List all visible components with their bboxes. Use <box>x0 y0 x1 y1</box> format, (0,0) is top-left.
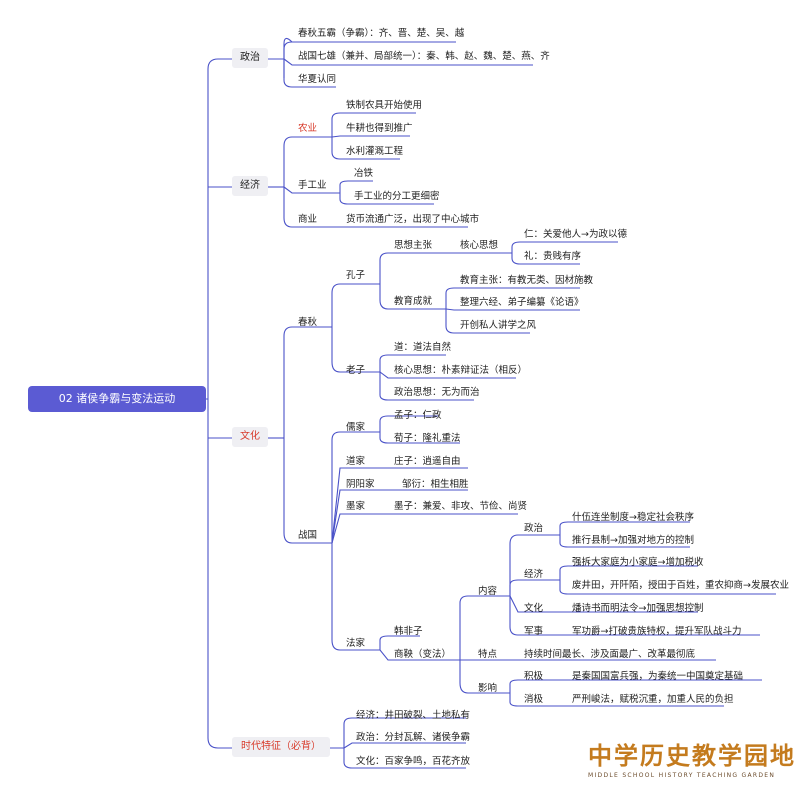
content-politics-item[interactable]: 什伍连坐制度→稳定社会秩序 <box>572 512 694 523</box>
daojia-item[interactable]: 庄子：逍遥自由 <box>394 456 461 467</box>
agriculture-item[interactable]: 水利灌溉工程 <box>346 146 404 157</box>
chunqiu-laozi[interactable]: 老子 <box>346 365 366 376</box>
shangyang-features[interactable]: 特点 <box>478 649 498 660</box>
content-politics-item[interactable]: 推行县制→加强对地方的控制 <box>572 535 694 546</box>
politics-item[interactable]: 战国七雄（兼并、局部统一）：秦、韩、赵、魏、楚、燕、齐 <box>298 51 550 62</box>
economy-handicraft[interactable]: 手工业 <box>298 180 327 191</box>
content-culture[interactable]: 文化 <box>524 603 544 614</box>
influence-positive[interactable]: 是秦国国富兵强，为秦统一中国奠定基础 <box>572 671 744 682</box>
content-economy[interactable]: 经济 <box>524 569 544 580</box>
commerce-item[interactable]: 货币流通广泛，出现了中心城市 <box>346 214 480 225</box>
economy-commerce[interactable]: 商业 <box>298 214 318 225</box>
kongzi-education[interactable]: 教育成就 <box>394 296 433 307</box>
handicraft-item[interactable]: 冶铁 <box>354 168 374 179</box>
influence-negative[interactable]: 严刑峻法，赋税沉重，加重人民的负担 <box>572 694 734 705</box>
handicraft-item[interactable]: 手工业的分工更细密 <box>354 191 440 202</box>
shangyang-content[interactable]: 内容 <box>478 586 498 597</box>
agriculture-item[interactable]: 铁制农具开始使用 <box>346 100 423 111</box>
laozi-item[interactable]: 核心思想：朴素辩证法（相反） <box>394 365 528 376</box>
rujia-item[interactable]: 荀子：隆礼重法 <box>394 433 461 444</box>
topic-era-features[interactable]: 时代特征（必背） <box>232 737 330 757</box>
features-item[interactable]: 持续时间最长、涉及面最广、改革最彻底 <box>524 649 696 660</box>
content-military-item[interactable]: 军功爵→打破贵族特权，提升军队战斗力 <box>572 626 742 637</box>
education-item[interactable]: 开创私人讲学之风 <box>460 320 537 331</box>
watermark-subtitle: MIDDLE SCHOOL HISTORY TEACHING GARDEN <box>588 772 776 779</box>
era-item[interactable]: 文化：百家争鸣，百花齐放 <box>356 756 471 767</box>
content-economy-item[interactable]: 强拆大家庭为小家庭→增加税收 <box>572 557 704 568</box>
zhanguo-fajia[interactable]: 法家 <box>346 638 366 649</box>
rujia-item[interactable]: 孟子：仁政 <box>394 410 442 421</box>
topic-culture[interactable]: 文化 <box>232 427 268 447</box>
education-item[interactable]: 教育主张：有教无类、因材施教 <box>460 275 594 286</box>
yinyang-item[interactable]: 邹衍：相生相胜 <box>402 479 469 490</box>
era-item[interactable]: 经济：井田破裂、土地私有 <box>356 710 471 721</box>
content-politics[interactable]: 政治 <box>524 523 544 534</box>
shangyang-influence[interactable]: 影响 <box>478 683 498 694</box>
zhanguo-daojia[interactable]: 道家 <box>346 456 366 467</box>
content-military[interactable]: 军事 <box>524 626 544 637</box>
fajia-shangyang[interactable]: 商鞅（变法） <box>394 649 452 660</box>
content-economy-item[interactable]: 废井田，开阡陌，授田于百姓，重农抑商→发展农业 <box>572 580 789 591</box>
kongzi-thought-item[interactable]: 仁：关爱他人→为政以德 <box>524 229 627 240</box>
education-item[interactable]: 整理六经、弟子编纂《论语》 <box>460 297 584 308</box>
influence-negative-label[interactable]: 消极 <box>524 694 544 705</box>
fajia-hanfeizi[interactable]: 韩非子 <box>394 626 423 637</box>
kongzi-thought[interactable]: 思想主张 <box>394 240 433 251</box>
zhanguo-rujia[interactable]: 儒家 <box>346 422 366 433</box>
watermark-title: 中学历史教学园地 <box>588 741 796 770</box>
mojia-item[interactable]: 墨子：兼爱、非攻、节俭、尚贤 <box>394 501 528 512</box>
influence-positive-label[interactable]: 积极 <box>524 671 544 682</box>
laozi-item[interactable]: 政治思想：无为而治 <box>394 387 480 398</box>
agriculture-item[interactable]: 牛耕也得到推广 <box>346 123 413 134</box>
politics-item[interactable]: 华夏认同 <box>298 74 337 85</box>
content-culture-item[interactable]: 燔诗书而明法令→加强思想控制 <box>572 603 704 614</box>
culture-zhanguo[interactable]: 战国 <box>298 530 318 541</box>
politics-item[interactable]: 春秋五霸（争霸）：齐、晋、楚、吴、越 <box>298 28 465 39</box>
kongzi-thought-item[interactable]: 礼：贵贱有序 <box>524 251 582 262</box>
chunqiu-kongzi[interactable]: 孔子 <box>346 270 366 281</box>
watermark-logo: 中学历史教学园地 MIDDLE SCHOOL HISTORY TEACHING … <box>588 741 796 792</box>
zhanguo-yinyang[interactable]: 阴阳家 <box>346 479 375 490</box>
zhanguo-mojia[interactable]: 墨家 <box>346 501 366 512</box>
culture-chunqiu[interactable]: 春秋 <box>298 317 318 328</box>
topic-politics[interactable]: 政治 <box>232 48 268 68</box>
era-item[interactable]: 政治：分封瓦解、诸侯争霸 <box>356 732 471 743</box>
laozi-item[interactable]: 道：道法自然 <box>394 342 452 353</box>
topic-economy[interactable]: 经济 <box>232 176 268 196</box>
economy-agriculture[interactable]: 农业 <box>298 123 318 134</box>
root-topic[interactable]: 02 诸侯争霸与变法运动 <box>28 386 206 412</box>
kongzi-core-thought[interactable]: 核心思想 <box>460 240 499 251</box>
